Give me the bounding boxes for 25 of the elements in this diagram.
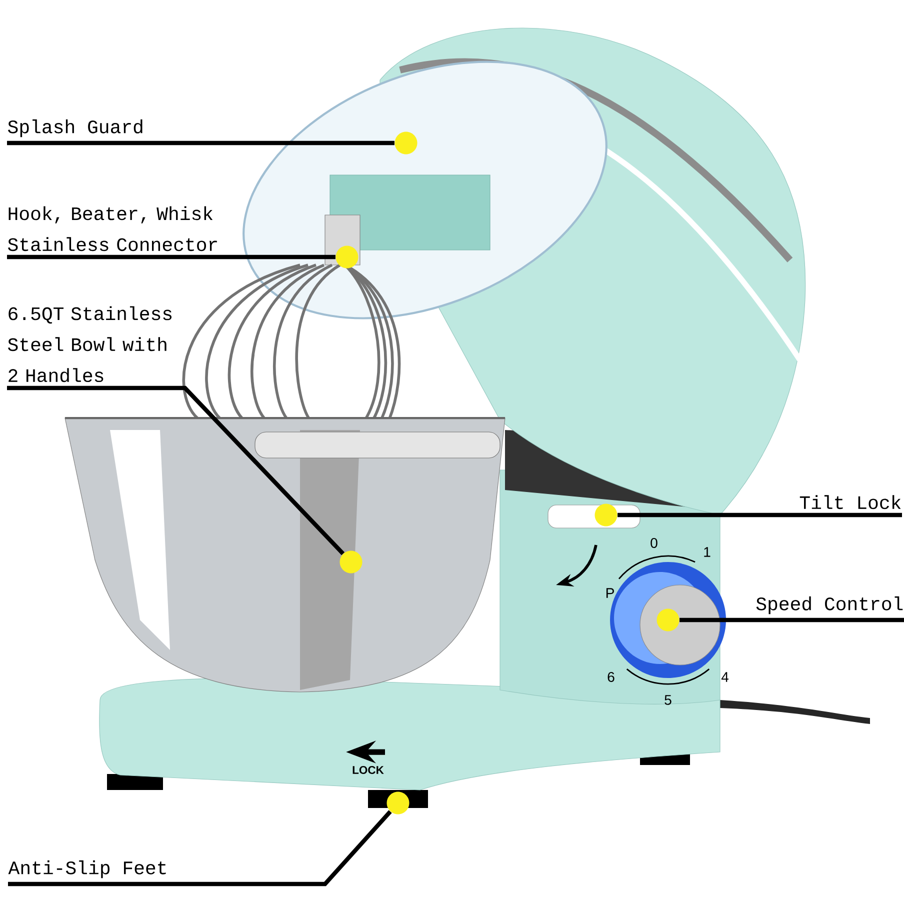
leader-line	[8, 810, 392, 886]
leader-line	[7, 140, 394, 146]
dial-number: P	[606, 588, 614, 598]
lock-label: LOCK	[352, 766, 384, 774]
callout-label: 6.5QT Stainless Steel Bowl with 2 Handles	[8, 306, 172, 382]
callout-label: Hook, Beater, Whisk Stainless Connector	[8, 206, 217, 252]
dial-number: 1	[704, 547, 710, 557]
leader-line	[618, 512, 902, 518]
dial-number: 0	[650, 538, 658, 548]
dial-number: 4	[721, 672, 728, 682]
callout-label: Tilt Lock	[800, 495, 901, 510]
callout-label: Speed Control	[756, 596, 903, 614]
leader-line	[680, 618, 904, 622]
callout-dot	[594, 504, 618, 526]
callout-dot	[656, 608, 680, 632]
callout-label: Splash Guard	[8, 119, 142, 138]
leader-line	[7, 386, 345, 556]
dial-number: 5	[664, 695, 672, 705]
callout-dot	[340, 550, 362, 574]
dial-number: 6	[608, 672, 614, 682]
callout-dot	[394, 132, 418, 154]
callout-dot	[386, 792, 410, 814]
callout-label: Anti-Slip Feet	[8, 860, 166, 878]
leader-line	[7, 254, 336, 260]
callout-dot	[336, 246, 358, 268]
